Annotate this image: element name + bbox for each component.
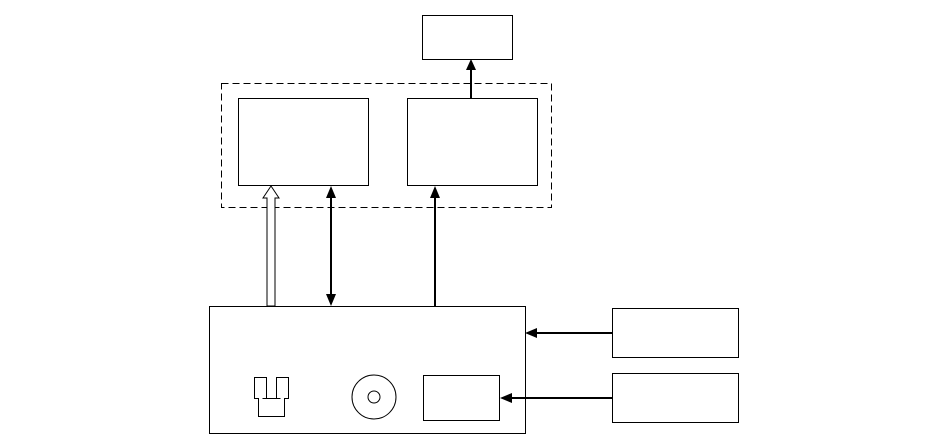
arrow-main-to-right-block bbox=[430, 186, 440, 306]
double-arrow-main-left-block bbox=[326, 186, 336, 306]
arrow-upper-input-to-main bbox=[525, 328, 612, 338]
disc-icon bbox=[351, 374, 397, 420]
right-block bbox=[407, 98, 538, 186]
main-unit-internal-box bbox=[423, 375, 500, 421]
top-output-block bbox=[422, 15, 513, 60]
left-block bbox=[238, 98, 369, 186]
hollow-arrow-main-to-left-block bbox=[262, 185, 280, 307]
arrow-right-block-to-top bbox=[466, 59, 476, 98]
input-block-lower bbox=[612, 373, 739, 423]
arrow-lower-input-to-internal-box bbox=[500, 393, 612, 403]
dashed-group-container bbox=[221, 83, 552, 208]
input-block-upper bbox=[612, 308, 739, 358]
